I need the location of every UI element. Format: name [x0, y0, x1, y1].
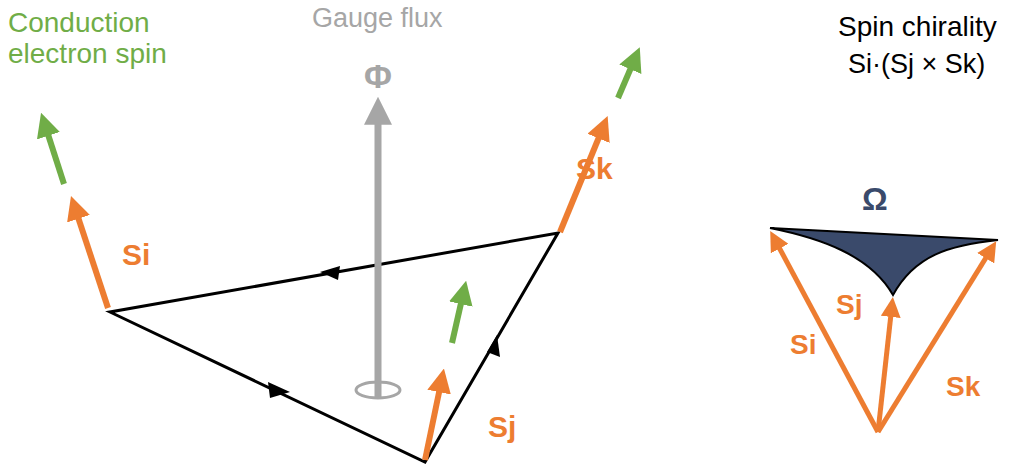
flux-label: Gauge flux: [312, 4, 443, 34]
solid-angle: [770, 228, 998, 295]
spin-arrow: [425, 378, 442, 460]
flux-symbol: Φ: [364, 58, 392, 95]
solid-angle-symbol: Ω: [862, 182, 888, 217]
spin-name: Sk: [946, 372, 980, 403]
spin-name: Sj: [836, 290, 862, 321]
loop-arrow: [320, 266, 340, 280]
spin-arrow: [774, 238, 878, 432]
chirality-label: Spin chirality: [838, 12, 997, 43]
spin-name: Si: [790, 330, 816, 361]
spin-name: Sk: [576, 152, 613, 185]
spin-name: Sj: [488, 410, 516, 443]
chirality-formula: Si·(Sj × Sk): [848, 50, 985, 80]
loop-arrow: [487, 335, 500, 357]
electron-spin-arrow: [618, 56, 636, 98]
electron-spin-arrow: [44, 122, 64, 184]
flux-loop: [356, 382, 400, 398]
flux-arrow: [375, 108, 382, 398]
electron-spin-arrow: [452, 290, 464, 343]
triangle-loop: [110, 233, 558, 462]
loop-arrow: [268, 382, 290, 398]
spin-label: Conduction electron spin: [8, 8, 208, 70]
spin-name: Si: [122, 238, 150, 271]
spin-arrow: [74, 205, 108, 308]
spin-arrow: [878, 248, 992, 432]
